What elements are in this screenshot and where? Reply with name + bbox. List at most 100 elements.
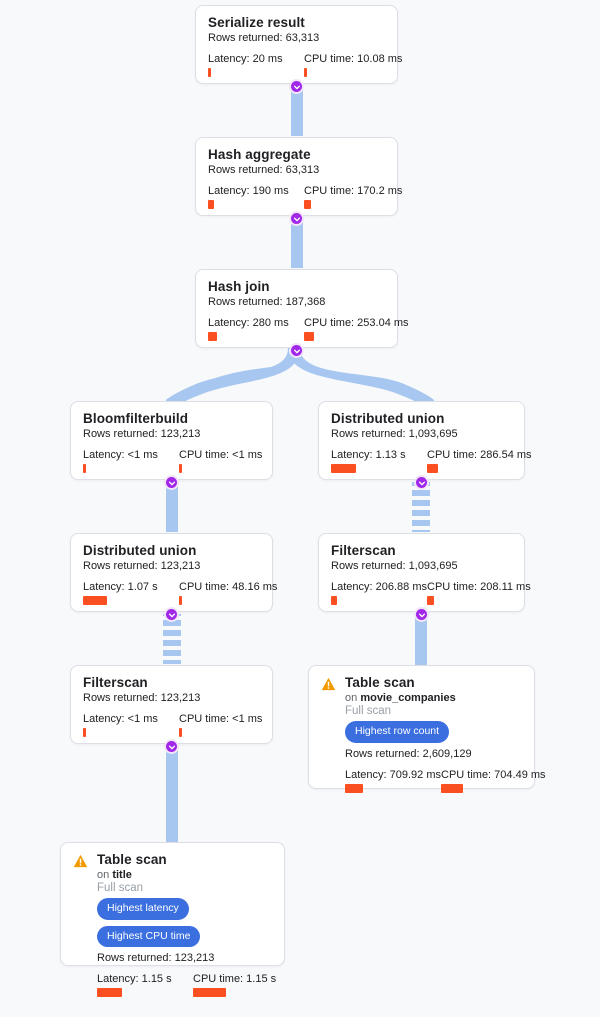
node-title: Table scan	[97, 852, 167, 867]
node-metrics: Latency: <1 ms CPU time: <1 ms	[83, 449, 262, 473]
chevron-down-icon	[293, 217, 300, 221]
metric-latency: Latency: 709.92 ms	[345, 769, 441, 793]
metric-latency-bar	[83, 728, 86, 737]
metric-cpu-bar	[441, 783, 463, 793]
node-metrics: Latency: 1.07 s CPU time: 48.16 ms	[83, 581, 277, 605]
metric-latency: Latency: 1.13 s	[331, 449, 427, 473]
metric-cpu: CPU time: <1 ms	[179, 449, 262, 473]
metric-latency-label: Latency: <1 ms	[83, 449, 158, 461]
node-metrics: Latency: 1.15 s CPU time: 1.15 s	[97, 973, 276, 997]
plan-node-filterscan-left[interactable]: Filterscan Rows returned: 123,213 Latenc…	[70, 665, 273, 744]
metric-cpu: CPU time: 170.2 ms	[304, 185, 402, 209]
collapse-toggle-distributed-union-right[interactable]	[414, 475, 429, 490]
metric-cpu: CPU time: 10.08 ms	[304, 53, 402, 77]
metric-cpu-bar	[304, 332, 314, 341]
edge-hash-join-to-bloomfilterbuild	[171, 350, 303, 402]
node-badges: Highest row count	[345, 721, 522, 743]
chevron-down-icon	[293, 349, 300, 353]
node-scan-type: Full scan	[345, 705, 392, 717]
metric-latency: Latency: 1.15 s	[97, 973, 193, 997]
metric-cpu-label: CPU time: 253.04 ms	[304, 317, 409, 329]
node-scan-type: Full scan	[97, 882, 144, 894]
node-subject-prefix: on	[97, 869, 110, 881]
edge-filterscan-left-to-table-scan-title	[166, 746, 178, 842]
metric-latency-bar	[331, 596, 337, 605]
chevron-down-icon	[418, 613, 425, 617]
plan-node-serialize-result[interactable]: Serialize result Rows returned: 63,313 L…	[195, 5, 402, 84]
plan-node-distributed-union-left[interactable]: Distributed union Rows returned: 123,213…	[70, 533, 277, 612]
node-rows-returned: Rows returned: 123,213	[83, 560, 201, 572]
status-badge: Highest CPU time	[97, 925, 201, 947]
metric-latency-label: Latency: 206.88 ms	[331, 581, 428, 593]
metric-cpu-label: CPU time: 48.16 ms	[179, 581, 278, 593]
node-subject: on movie_companies	[345, 692, 522, 704]
metric-cpu-label: CPU time: 10.08 ms	[304, 53, 403, 65]
node-title: Hash join	[208, 279, 270, 294]
plan-node-hash-aggregate[interactable]: Hash aggregate Rows returned: 63,313 Lat…	[195, 137, 402, 216]
metric-latency-label: Latency: 190 ms	[208, 185, 289, 197]
plan-node-filterscan-right[interactable]: Filterscan Rows returned: 1,093,695 Late…	[318, 533, 531, 612]
metric-cpu-label: CPU time: <1 ms	[179, 449, 263, 461]
chevron-down-icon	[293, 85, 300, 89]
metric-latency-label: Latency: <1 ms	[83, 713, 158, 725]
metric-cpu: CPU time: 1.15 s	[193, 973, 276, 997]
metric-latency-bar	[83, 596, 107, 605]
status-badge: Highest latency	[97, 898, 189, 920]
collapse-toggle-hash-join[interactable]	[289, 343, 304, 358]
metric-latency-label: Latency: 1.13 s	[331, 449, 406, 461]
metric-cpu-bar	[427, 596, 434, 605]
metric-cpu-bar	[427, 464, 438, 473]
status-badge: Highest row count	[345, 721, 450, 743]
node-subject-prefix: on	[345, 692, 358, 704]
node-title: Bloomfilterbuild	[83, 411, 189, 426]
metric-cpu-label: CPU time: 1.15 s	[193, 973, 277, 985]
collapse-toggle-distributed-union-left[interactable]	[164, 607, 179, 622]
collapse-toggle-hash-aggregate[interactable]	[289, 211, 304, 226]
metric-cpu-label: CPU time: 704.49 ms	[441, 768, 546, 781]
metric-latency: Latency: 20 ms	[208, 53, 304, 77]
metric-cpu-bar	[179, 596, 182, 605]
collapse-toggle-filterscan-right[interactable]	[414, 607, 429, 622]
plan-node-distributed-union-right[interactable]: Distributed union Rows returned: 1,093,6…	[318, 401, 532, 480]
metric-cpu: CPU time: 48.16 ms	[179, 581, 277, 605]
node-metrics: Latency: 280 ms CPU time: 253.04 ms	[208, 317, 409, 341]
node-subject-name: title	[112, 869, 132, 881]
plan-node-bloomfilterbuild[interactable]: Bloomfilterbuild Rows returned: 123,213 …	[70, 401, 273, 480]
metric-cpu-bar	[179, 728, 182, 737]
node-subject-name: movie_companies	[360, 692, 456, 704]
edge-hash-join-to-bloomfilterbuild-ribbon	[162, 350, 297, 406]
metric-cpu: CPU time: 704.49 ms	[441, 769, 546, 793]
node-rows-returned: Rows returned: 123,213	[83, 692, 201, 704]
node-rows-returned: Rows returned: 123,213	[97, 952, 215, 964]
metric-cpu: CPU time: <1 ms	[179, 713, 262, 737]
node-subject: on title	[97, 869, 272, 881]
plan-node-table-scan-movie-companies[interactable]: Table scan on movie_companies Full scan …	[308, 665, 546, 793]
metric-latency-bar	[83, 464, 86, 473]
plan-node-hash-join[interactable]: Hash join Rows returned: 187,368 Latency…	[195, 269, 409, 348]
node-title: Distributed union	[83, 543, 197, 558]
node-metrics: Latency: 709.92 ms CPU time: 704.49 ms	[345, 769, 546, 793]
node-rows-returned: Rows returned: 63,313	[208, 32, 320, 44]
metric-latency-bar	[331, 464, 356, 473]
warning-triangle-icon	[73, 854, 89, 869]
collapse-toggle-bloomfilterbuild[interactable]	[164, 475, 179, 490]
metric-latency: Latency: 280 ms	[208, 317, 304, 341]
metric-cpu: CPU time: 286.54 ms	[427, 449, 532, 473]
metric-latency: Latency: <1 ms	[83, 713, 179, 737]
warning-triangle-icon	[321, 677, 337, 692]
metric-cpu: CPU time: 253.04 ms	[304, 317, 409, 341]
metric-latency-label: Latency: 1.07 s	[83, 581, 158, 593]
node-title: Serialize result	[208, 15, 305, 30]
node-metrics: Latency: 20 ms CPU time: 10.08 ms	[208, 53, 402, 77]
metric-cpu-label: CPU time: <1 ms	[179, 713, 263, 725]
node-rows-returned: Rows returned: 187,368	[208, 296, 326, 308]
plan-node-table-scan-title[interactable]: Table scan on title Full scan Highest la…	[60, 842, 285, 997]
metric-cpu-label: CPU time: 170.2 ms	[304, 185, 403, 197]
metric-latency: Latency: 190 ms	[208, 185, 304, 209]
metric-cpu: CPU time: 208.11 ms	[427, 581, 531, 605]
collapse-toggle-filterscan-left[interactable]	[164, 739, 179, 754]
metric-cpu-bar	[179, 464, 182, 473]
collapse-toggle-serialize-result[interactable]	[289, 79, 304, 94]
metric-latency-bar	[208, 200, 214, 209]
node-rows-returned: Rows returned: 123,213	[83, 428, 201, 440]
